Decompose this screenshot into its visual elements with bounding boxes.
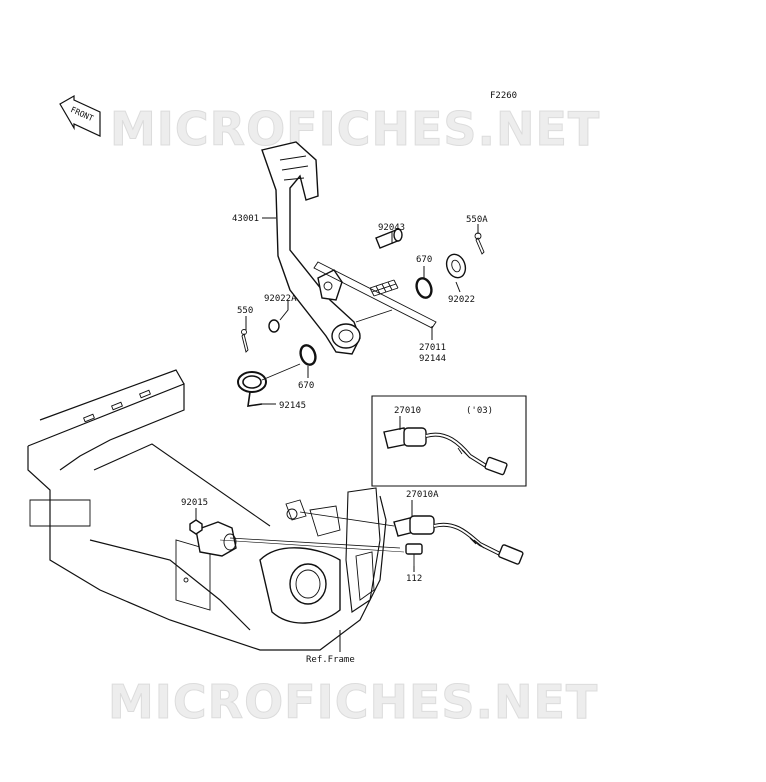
callout-92022a: 92022A <box>264 294 297 304</box>
switch-inset-box <box>371 395 527 487</box>
callout-550a: 550A <box>466 215 488 225</box>
callout-92022: 92022 <box>448 295 475 305</box>
reference-frame <box>27 369 387 651</box>
callout-27010a: 27010A <box>406 490 439 500</box>
brake-pedal <box>261 141 361 355</box>
callout-92015: 92015 <box>181 498 208 508</box>
callout-550: 550 <box>237 306 253 316</box>
figure-code: F2260 <box>490 91 517 101</box>
callout-92145: 92145 <box>279 401 306 411</box>
leader-lines <box>195 217 479 652</box>
nut-92015 <box>189 519 203 535</box>
front-arrow-icon: FRONT <box>59 94 101 137</box>
brake-switch-27010 <box>383 427 508 476</box>
o-ring-670-bottom <box>299 344 317 366</box>
return-spring-small <box>369 279 399 297</box>
cotter-pin-550a <box>474 232 485 255</box>
callout-27010: 27010 <box>394 406 421 416</box>
callout-670-top: 670 <box>416 255 432 265</box>
watermark-top: MICROFICHES.NET <box>110 102 600 156</box>
callout-43001: 43001 <box>232 214 259 224</box>
callout-670-bottom: 670 <box>298 381 314 391</box>
brake-switch-27010a <box>393 515 524 565</box>
cotter-pin-550 <box>241 329 249 353</box>
callout-92144: 92144 <box>419 354 446 364</box>
washer-92022 <box>445 253 467 279</box>
callout-03: ('03) <box>466 406 493 416</box>
callout-112: 112 <box>406 574 422 584</box>
collar-92043 <box>375 228 403 249</box>
callout-27011: 27011 <box>419 343 446 353</box>
bolt-112 <box>405 543 423 566</box>
torsion-spring-92145 <box>237 363 301 407</box>
callout-92043: 92043 <box>378 223 405 233</box>
washer-92022a <box>268 319 280 333</box>
o-ring-670-top <box>415 277 433 299</box>
watermark-bottom: MICROFICHES.NET <box>108 675 598 729</box>
callout-ref-frame: Ref.Frame <box>306 655 355 665</box>
